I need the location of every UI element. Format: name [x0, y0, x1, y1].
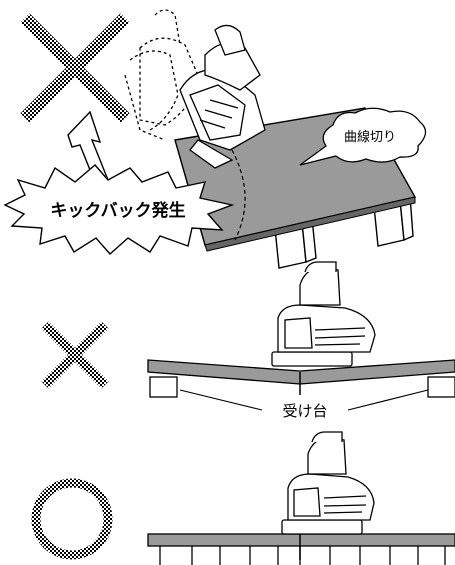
support-label: 受け台 [282, 402, 327, 420]
wrong-mark-top [20, 13, 130, 123]
correct-mark [31, 478, 113, 560]
curved-cut-callout: 曲線切り [299, 107, 427, 166]
flat-board [147, 533, 455, 565]
kickback-label: キックバック発生 [50, 200, 185, 221]
top-support-blocks [274, 194, 414, 269]
wrong-mark-middle [41, 321, 109, 389]
sagging-board [147, 359, 455, 385]
circular-saw-middle [271, 261, 376, 395]
circular-saw-bottom [281, 431, 375, 560]
curved-cut-label: 曲線切り [344, 129, 396, 145]
support-blocks-middle [149, 376, 455, 398]
circular-saw-top [124, 9, 266, 169]
kickback-burst: キックバック発生 [3, 164, 235, 255]
support-label-group: 受け台 [179, 389, 429, 420]
